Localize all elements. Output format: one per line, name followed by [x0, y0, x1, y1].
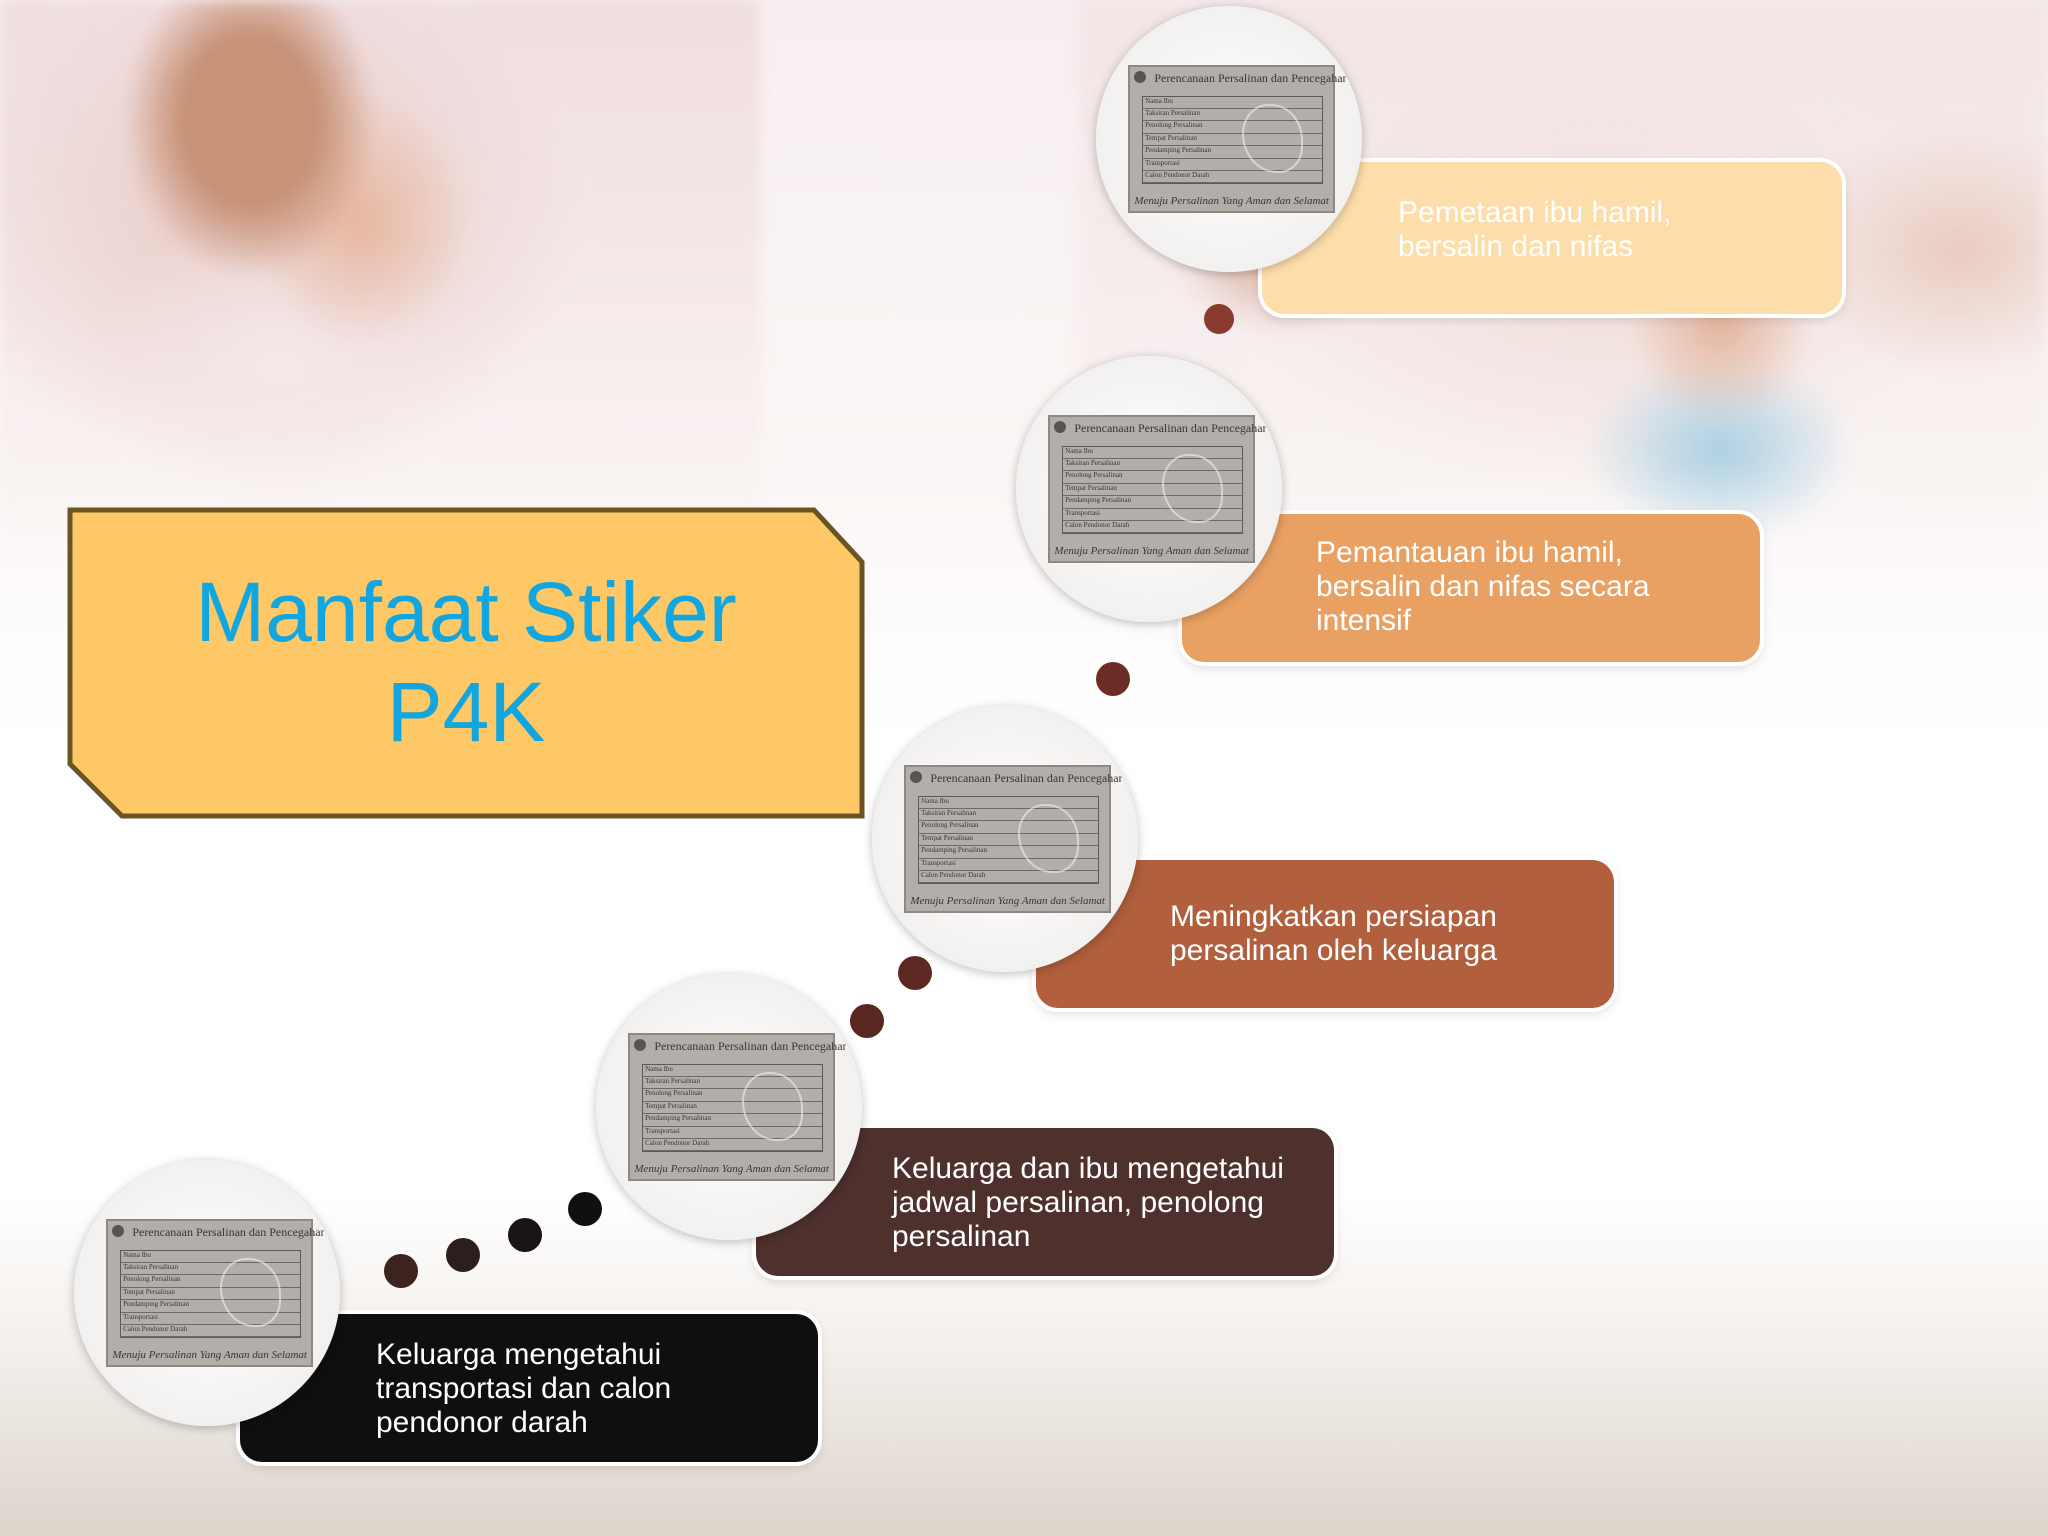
title-box-shape	[67, 507, 865, 819]
sticker-row: Transportasi	[121, 1313, 301, 1325]
sticker-bubble-5: Perencanaan Persalinan dan Pencegahan Ko…	[74, 1160, 340, 1426]
sticker-row: Pendamping Persalinan	[121, 1300, 301, 1313]
p4k-sticker-image: Perencanaan Persalinan dan Pencegahan Ko…	[105, 1218, 324, 1368]
sticker-title: Perencanaan Persalinan dan Pencegahan Ko…	[132, 1224, 324, 1239]
sticker-row: Calon Pendonor Darah	[919, 871, 1099, 884]
sticker-footer: Menuju Persalinan Yang Aman dan Selamat	[1134, 195, 1329, 208]
sticker-row: Tempat Persalinan	[1063, 484, 1243, 497]
sticker-bubble-1: Perencanaan Persalinan dan Pencegahan Ko…	[1096, 6, 1362, 272]
sticker-row: Tempat Persalinan	[643, 1102, 823, 1115]
step-card-5: Keluarga mengetahui transportasi dan cal…	[240, 1314, 818, 1462]
step-card-3: Meningkatkan persiapan persalinan oleh k…	[1036, 860, 1614, 1008]
slide-title-line1: Manfaat Stiker	[195, 565, 737, 659]
sticker-row: Penolong Persalinan	[643, 1089, 823, 1102]
sticker-row: Pendamping Persalinan	[643, 1114, 823, 1127]
sticker-row: Pendamping Persalinan	[919, 846, 1099, 859]
sticker-row: Tempat Persalinan	[919, 834, 1099, 847]
sticker-row: Penolong Persalinan	[121, 1275, 301, 1288]
sticker-row: Nama Ibu	[919, 797, 1099, 809]
slide-title-line2: P4K	[386, 665, 546, 759]
sticker-table: Nama Ibu Taksiran Persalinan Penolong Pe…	[1062, 445, 1244, 535]
sticker-row: Taksiran Persalinan	[919, 809, 1099, 822]
sticker-row: Transportasi	[919, 859, 1099, 871]
sticker-footer: Menuju Persalinan Yang Aman dan Selamat	[910, 895, 1105, 908]
connector-dot	[850, 1004, 884, 1038]
mother-figure-icon	[741, 1072, 803, 1142]
connector-dot	[1096, 662, 1130, 696]
emblem-icon	[111, 1224, 124, 1237]
sticker-row: Calon Pendonor Darah	[643, 1139, 823, 1152]
sticker-footer: Menuju Persalinan Yang Aman dan Selamat	[634, 1163, 829, 1176]
sticker-row: Nama Ibu	[1143, 97, 1323, 109]
sticker-row: Nama Ibu	[643, 1065, 823, 1077]
mother-figure-icon	[1241, 104, 1303, 174]
connector-dot	[446, 1238, 480, 1272]
sticker-row: Calon Pendonor Darah	[121, 1325, 301, 1338]
step-5-label: Keluarga mengetahui transportasi dan cal…	[376, 1338, 672, 1439]
sticker-row: Taksiran Persalinan	[643, 1077, 823, 1090]
slide-title: Manfaat Stiker P4K	[66, 562, 866, 762]
connector-dot	[508, 1218, 542, 1252]
sticker-row: Penolong Persalinan	[919, 821, 1099, 834]
sticker-row: Taksiran Persalinan	[1063, 459, 1243, 472]
sticker-table: Nama Ibu Taksiran Persalinan Penolong Pe…	[120, 1249, 302, 1339]
sticker-row: Pendamping Persalinan	[1143, 146, 1323, 159]
sticker-bubble-4: Perencanaan Persalinan dan Pencegahan Ko…	[596, 974, 862, 1240]
sticker-row: Taksiran Persalinan	[1143, 109, 1323, 122]
connector-dot	[898, 956, 932, 990]
step-4-label: Keluarga dan ibu mengetahui jadwal persa…	[892, 1152, 1284, 1253]
sticker-footer: Menuju Persalinan Yang Aman dan Selamat	[112, 1349, 307, 1362]
sticker-bubble-2: Perencanaan Persalinan dan Pencegahan Ko…	[1016, 356, 1282, 622]
sticker-table: Nama Ibu Taksiran Persalinan Penolong Pe…	[918, 795, 1100, 885]
sticker-table: Nama Ibu Taksiran Persalinan Penolong Pe…	[1142, 95, 1324, 185]
step-card-1: Pemetaan ibu hamil, bersalin dan nifas	[1262, 162, 1842, 314]
sticker-row: Calon Pendonor Darah	[1063, 521, 1243, 534]
p4k-sticker-image: Perencanaan Persalinan dan Pencegahan Ko…	[903, 764, 1122, 914]
sticker-row: Transportasi	[1063, 509, 1243, 521]
emblem-icon	[633, 1038, 646, 1051]
p4k-sticker-image: Perencanaan Persalinan dan Pencegahan Ko…	[627, 1032, 846, 1182]
mother-figure-icon	[219, 1258, 281, 1328]
title-box: Manfaat Stiker P4K	[66, 506, 866, 820]
sticker-row: Transportasi	[1143, 159, 1323, 171]
sticker-footer: Menuju Persalinan Yang Aman dan Selamat	[1054, 545, 1249, 558]
p4k-sticker-image: Perencanaan Persalinan dan Pencegahan Ko…	[1047, 414, 1266, 564]
step-2-label: Pemantauan ibu hamil, bersalin dan nifas…	[1316, 536, 1650, 637]
mother-figure-icon	[1161, 454, 1223, 524]
sticker-row: Transportasi	[643, 1127, 823, 1139]
emblem-icon	[909, 770, 922, 783]
sticker-title: Perencanaan Persalinan dan Pencegahan Ko…	[930, 770, 1122, 785]
connector-dot	[384, 1254, 418, 1288]
step-1-label: Pemetaan ibu hamil, bersalin dan nifas	[1398, 196, 1672, 263]
sticker-row: Tempat Persalinan	[1143, 134, 1323, 147]
sticker-row: Calon Pendonor Darah	[1143, 171, 1323, 184]
step-card-2: Pemantauan ibu hamil, bersalin dan nifas…	[1182, 514, 1760, 662]
mother-figure-icon	[1017, 804, 1079, 874]
sticker-bubble-3: Perencanaan Persalinan dan Pencegahan Ko…	[872, 706, 1138, 972]
p4k-sticker-image: Perencanaan Persalinan dan Pencegahan Ko…	[1127, 64, 1346, 214]
connector-dot	[1204, 304, 1234, 334]
mother-daughter-photo	[0, 0, 760, 560]
sticker-row: Taksiran Persalinan	[121, 1263, 301, 1276]
sticker-row: Penolong Persalinan	[1143, 121, 1323, 134]
sticker-row: Nama Ibu	[121, 1251, 301, 1263]
connector-dot	[568, 1192, 602, 1226]
step-3-label: Meningkatkan persiapan persalinan oleh k…	[1170, 900, 1497, 967]
sticker-title: Perencanaan Persalinan dan Pencegahan Ko…	[1074, 420, 1266, 435]
sticker-row: Nama Ibu	[1063, 447, 1243, 459]
sticker-row: Penolong Persalinan	[1063, 471, 1243, 484]
sticker-row: Tempat Persalinan	[121, 1288, 301, 1301]
sticker-table: Nama Ibu Taksiran Persalinan Penolong Pe…	[642, 1063, 824, 1153]
sticker-row: Pendamping Persalinan	[1063, 496, 1243, 509]
emblem-icon	[1053, 420, 1066, 433]
sticker-title: Perencanaan Persalinan dan Pencegahan Ko…	[1154, 70, 1346, 85]
emblem-icon	[1133, 70, 1146, 83]
sticker-title: Perencanaan Persalinan dan Pencegahan Ko…	[654, 1038, 846, 1053]
